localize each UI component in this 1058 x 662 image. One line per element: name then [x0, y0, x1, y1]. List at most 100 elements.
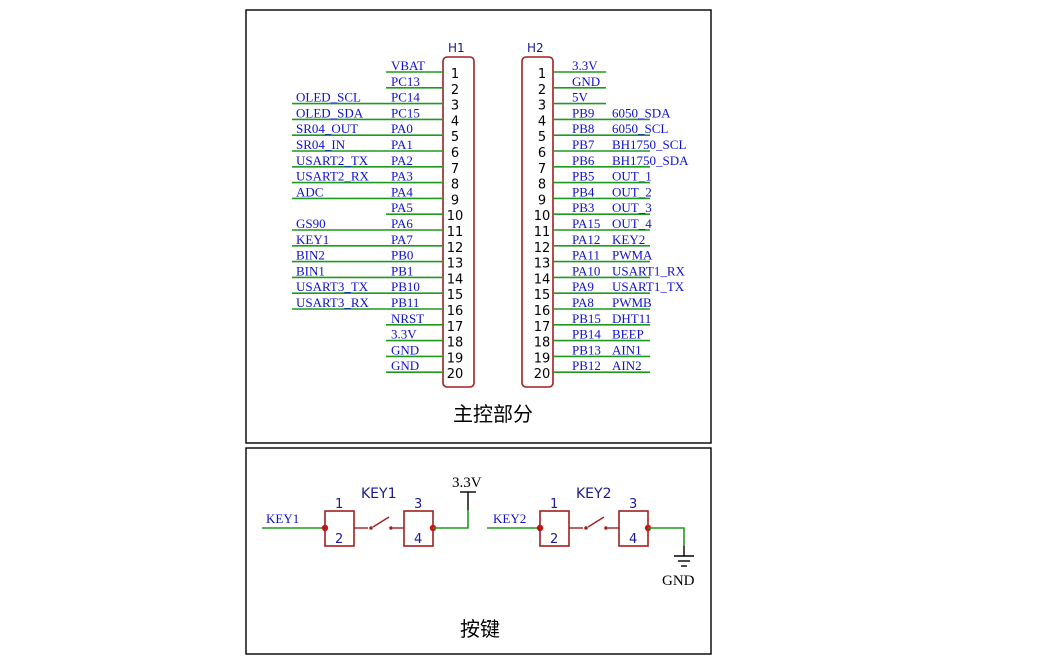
- h1-pin-number: 12: [447, 241, 464, 256]
- h2-pin-number: 7: [538, 162, 546, 177]
- h2-pin-number: 13: [534, 257, 551, 272]
- h2-connector-body: [521, 56, 554, 388]
- h2-pin-label: GND: [572, 74, 600, 89]
- h2-pin-label: PA12: [572, 232, 600, 247]
- h1-pin-label: PB0: [391, 248, 413, 263]
- key2-pin-3: 3: [629, 497, 637, 512]
- h2-pin-label: PB9: [572, 105, 594, 120]
- h1-net-label: BIN1: [296, 263, 325, 278]
- h1-pin-label: GND: [391, 358, 419, 373]
- h1-pin-label: PA1: [391, 137, 413, 152]
- h1-pin-label: PA5: [391, 200, 413, 215]
- h1-pin-number: 16: [447, 304, 464, 319]
- h1-pin-number: 18: [447, 336, 464, 351]
- h2-pin-label: PA9: [572, 279, 594, 294]
- h2-net-label: BEEP: [612, 327, 644, 342]
- h2-pin-label: PB8: [572, 121, 594, 136]
- h2-pin-number: 20: [534, 367, 551, 382]
- h2-net-label: USART1_TX: [612, 279, 685, 294]
- key2-ground-wire: [648, 527, 685, 546]
- h1-net-label: USART3_RX: [296, 295, 370, 310]
- h1-pin-number: 10: [447, 209, 464, 224]
- h1-pin-label: PA6: [391, 216, 413, 231]
- key1-pin-4: 4: [414, 532, 422, 547]
- h2-pin-label: PB7: [572, 137, 595, 152]
- h2-pin-number: 14: [534, 272, 551, 287]
- h2-net-label: 6050_SDA: [612, 105, 671, 120]
- h2-net-label: OUT_4: [612, 216, 652, 231]
- h1-net-label: BIN2: [296, 248, 325, 263]
- h1-pin-number: 6: [451, 146, 459, 161]
- h2-pin-label: PB15: [572, 311, 601, 326]
- key2-switch-contact-left: [584, 526, 588, 530]
- h1-connector-body: [442, 56, 475, 388]
- h2-pin-number: 5: [538, 130, 546, 145]
- h2-net-label: KEY2: [612, 232, 645, 247]
- h1-net-label: KEY1: [296, 232, 329, 247]
- h2-pin-label: PA8: [572, 295, 594, 310]
- h2-pin-label: PB3: [572, 200, 594, 215]
- h1-pin-number: 9: [451, 193, 459, 208]
- h2-pin-label: PB5: [572, 169, 594, 184]
- ground-label: GND: [662, 573, 695, 589]
- key1-power-wire: [433, 510, 469, 529]
- h2-net-label: OUT_3: [612, 200, 652, 215]
- h1-pin-number: 3: [451, 99, 459, 114]
- h1-pin-label: PC15: [391, 105, 420, 120]
- key2-switch-contact-right: [604, 526, 608, 530]
- h2-pin-number: 2: [538, 83, 546, 98]
- h1-pin-label: 3.3V: [391, 327, 417, 342]
- h1-pin-number: 20: [447, 367, 464, 382]
- h1-net-label: SR04_IN: [296, 137, 346, 152]
- h2-pin-number: 11: [534, 225, 551, 240]
- h1-pin-number: 8: [451, 178, 459, 193]
- h1-pin-label: VBAT: [391, 58, 425, 73]
- h2-pin-label: 3.3V: [572, 58, 598, 73]
- h1-pin-label: GND: [391, 342, 419, 357]
- h2-pin-number: 1: [538, 67, 546, 82]
- h2-pin-number: 8: [538, 178, 546, 193]
- h2-pin-number: 9: [538, 193, 546, 208]
- h1-net-label: ADC: [296, 184, 323, 199]
- h2-header-name: H2: [527, 41, 544, 55]
- key1-net-label: KEY1: [266, 511, 299, 526]
- h2-pin-label: PB12: [572, 358, 601, 373]
- h2-pin-number: 15: [534, 288, 551, 303]
- key2-pin-4: 4: [629, 532, 637, 547]
- h1-pin-label: PA2: [391, 153, 413, 168]
- h1-pin-number: 1: [451, 67, 459, 82]
- h2-pin-label: PA15: [572, 216, 600, 231]
- key1-switch-contact-right: [389, 526, 393, 530]
- h1-pin-label: PA7: [391, 232, 413, 247]
- h2-pin-number: 6: [538, 146, 546, 161]
- key1-pin-1: 1: [335, 497, 343, 512]
- h2-pin-number: 10: [534, 209, 551, 224]
- key2-switch-blade: [587, 516, 605, 528]
- h2-pin-label: PB4: [572, 184, 595, 199]
- h1-pin-group: 1VBAT2PC133PC14OLED_SCL4PC15OLED_SDA5PA0…: [292, 58, 463, 382]
- h1-pin-number: 13: [447, 257, 464, 272]
- h2-pin-number: 19: [534, 351, 551, 366]
- h2-net-label: PWMB: [612, 295, 652, 310]
- h1-pin-label: PA0: [391, 121, 413, 136]
- main-section-title: 主控部分: [453, 402, 533, 426]
- h1-pin-number: 11: [447, 225, 464, 240]
- h2-net-label: AIN1: [612, 342, 642, 357]
- main-section-frame: [245, 9, 712, 444]
- h2-pin-number: 4: [538, 114, 546, 129]
- h1-pin-number: 15: [447, 288, 464, 303]
- h2-net-label: DHT11: [612, 311, 651, 326]
- h2-pin-label: PA11: [572, 248, 600, 263]
- h1-net-label: USART2_TX: [296, 153, 369, 168]
- h1-pin-number: 2: [451, 83, 459, 98]
- h1-net-label: OLED_SCL: [296, 90, 361, 105]
- h1-pin-number: 14: [447, 272, 464, 287]
- key1-pin-2: 2: [335, 532, 343, 547]
- h1-net-label: SR04_OUT: [296, 121, 358, 136]
- h1-pin-label: PB10: [391, 279, 420, 294]
- h2-pin-number: 18: [534, 336, 551, 351]
- h2-net-label: OUT_1: [612, 169, 652, 184]
- h1-pin-label: PC14: [391, 90, 420, 105]
- key1-name: KEY1: [361, 486, 397, 502]
